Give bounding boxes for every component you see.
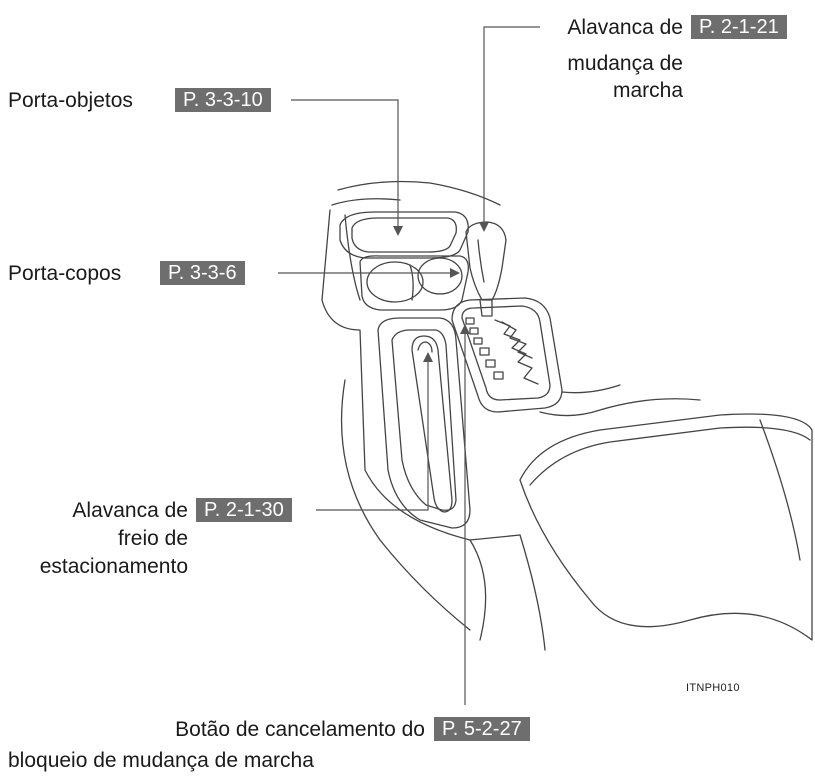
gear-indicator — [465, 317, 475, 325]
cup-holder-left — [366, 261, 424, 303]
parking-brake-lever — [411, 335, 453, 513]
gear-indicator — [469, 327, 479, 335]
cup-holder-divider — [409, 264, 414, 301]
arrowhead-glove-box — [393, 226, 403, 236]
gear-indicator — [473, 337, 483, 345]
leader-line-glove-box — [291, 99, 399, 226]
parking-brake-label: Alavanca de freio de estacionamento — [0, 498, 188, 579]
gear-indicator — [493, 371, 504, 380]
arrowhead-shift-lock-release — [460, 324, 470, 334]
shift-knob-highlight — [477, 239, 485, 283]
shift-lever-label-line: marcha — [612, 79, 683, 102]
shift-lock-release-label-line: bloqueio de mudança de marcha — [8, 749, 314, 772]
gear-indicator — [479, 347, 490, 356]
gear-indicator — [485, 359, 496, 368]
console-outline — [344, 214, 361, 301]
console-outline — [321, 209, 521, 541]
parking-brake-label-line: freio de — [117, 527, 188, 550]
armrest-seam — [529, 426, 811, 486]
glove-box-page-ref[interactable]: P. 3-3-10 — [175, 88, 271, 112]
shift-gate-slot — [501, 321, 533, 359]
dash-edge-line — [337, 180, 501, 206]
leader-line-parking-brake — [316, 362, 429, 511]
leader-line-shift-lever — [483, 26, 540, 222]
armrest — [519, 413, 813, 641]
cup-holder-page-ref[interactable]: P. 3-3-6 — [160, 261, 245, 285]
shift-knob-stem — [479, 299, 493, 317]
brake-recess-inner — [391, 329, 457, 511]
dash-edge-line — [331, 198, 401, 206]
glove-box-label: Porta-objetos — [8, 89, 133, 112]
storage-tray-inner — [351, 217, 457, 253]
arrowhead-cup-holder — [450, 268, 460, 278]
shift-lever-label-line: Alavanca de — [567, 16, 683, 39]
cup-holder-right — [417, 257, 463, 295]
seat-edge-line — [759, 419, 801, 561]
parking-brake-label-line: Alavanca de — [72, 499, 188, 522]
shift-gate-surround — [451, 297, 563, 413]
parking-brake-page-ref[interactable]: P. 2-1-30 — [196, 498, 292, 522]
shift-lock-release-page-ref[interactable]: P. 5-2-27 — [434, 717, 530, 741]
cup-holder-label: Porta-copos — [8, 262, 122, 285]
shift-knob — [465, 221, 507, 301]
shift-lock-release-label-line: Botão de cancelamento do — [175, 718, 425, 741]
parking-brake-button — [417, 341, 433, 353]
console-lower-line — [561, 384, 621, 394]
console-lower-line — [469, 539, 487, 641]
shift-lever-label-line: mudança de — [567, 52, 683, 75]
console-lower-line — [519, 534, 546, 651]
shift-lever-label: Alavanca de mudança de marcha — [520, 15, 683, 103]
cup-holder-outline — [359, 255, 469, 311]
arrowhead-parking-brake — [423, 352, 433, 362]
console-lower-line — [539, 398, 701, 417]
shift-lever-page-ref[interactable]: P. 2-1-21 — [691, 15, 787, 39]
storage-tray — [339, 211, 469, 259]
parking-brake-label-line: estacionamento — [39, 555, 188, 578]
figure-code: ITNPH010 — [686, 682, 740, 694]
shift-lock-release-label: Botão de cancelamento do — [80, 717, 425, 742]
arrowhead-shift-lever — [479, 222, 489, 232]
shift-gate-plate — [461, 305, 551, 401]
brake-recess — [377, 317, 471, 529]
seat-edge-line — [340, 379, 471, 631]
